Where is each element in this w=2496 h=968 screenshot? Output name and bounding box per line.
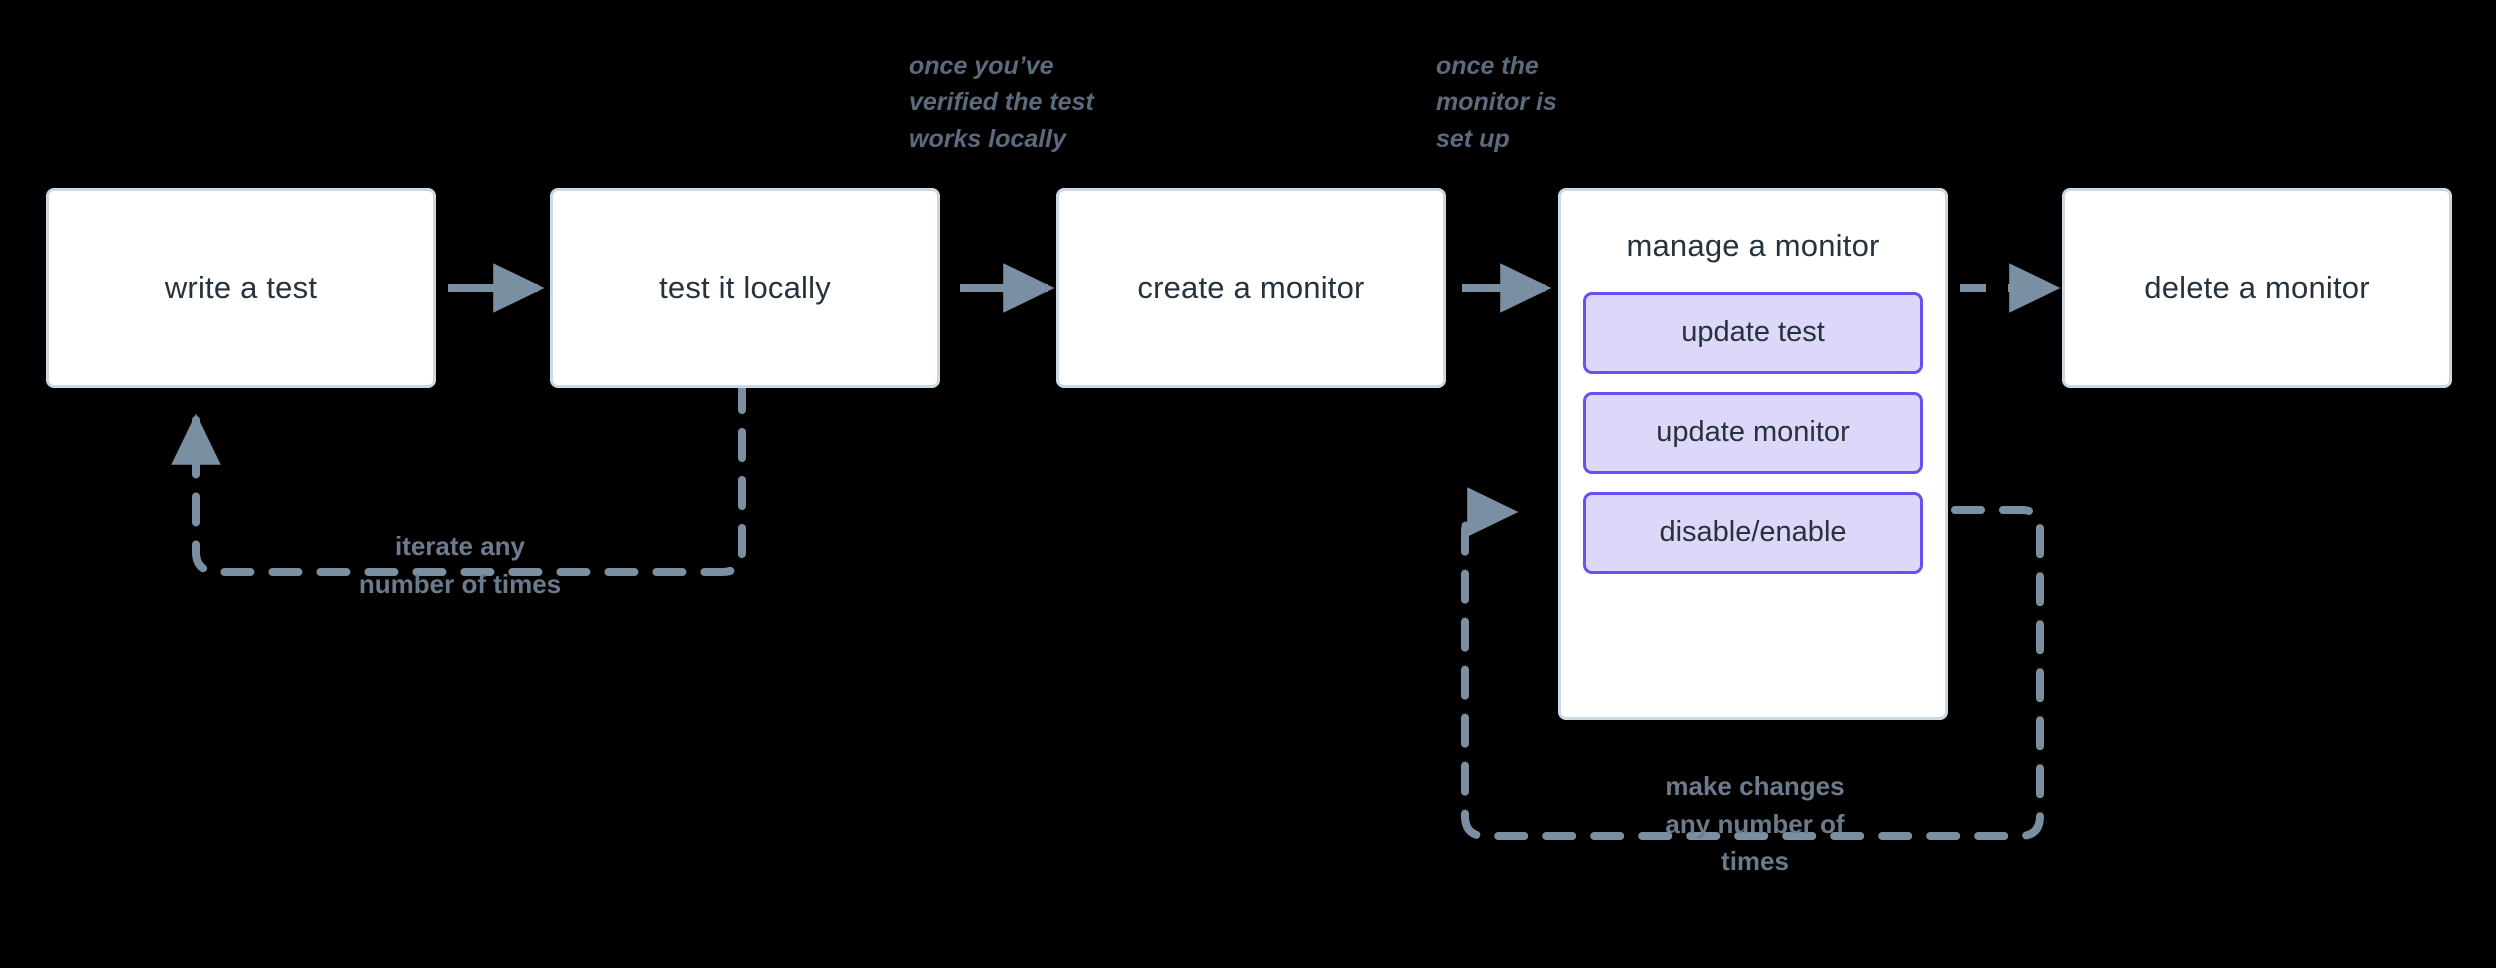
node-manage-a-monitor-label: manage a monitor: [1626, 228, 1880, 263]
subnode-update-test-label: update test: [1681, 316, 1825, 349]
subnode-update-test[interactable]: update test: [1583, 291, 1923, 374]
edge-iterate-loop: [171, 380, 746, 576]
edge-make-changes-loop: [1461, 487, 2044, 840]
subnode-disable-enable[interactable]: disable/enable: [1583, 491, 1923, 574]
node-create-a-monitor[interactable]: create a monitor: [1056, 188, 1446, 388]
loop-label-make-changes: make changes any number of times: [1665, 771, 1845, 877]
node-delete-a-monitor-label: delete a monitor: [2144, 269, 2370, 305]
annotation-monitor-set-up: once the monitor is set up: [1436, 52, 1557, 153]
node-create-a-monitor-label: create a monitor: [1137, 269, 1365, 305]
node-delete-a-monitor[interactable]: delete a monitor: [2062, 188, 2452, 388]
node-manage-a-monitor[interactable]: manage a monitor update test update moni…: [1558, 188, 1948, 720]
node-test-it-locally-label: test it locally: [659, 269, 831, 305]
loop-label-iterate: iterate any number of times: [358, 531, 562, 599]
node-write-a-test[interactable]: write a test: [46, 188, 436, 388]
subnode-update-monitor-label: update monitor: [1656, 416, 1850, 449]
node-write-a-test-label: write a test: [164, 269, 318, 305]
subnode-disable-enable-label: disable/enable: [1659, 516, 1847, 549]
node-test-it-locally[interactable]: test it locally: [550, 188, 940, 388]
annotation-verified-locally: once you’ve verified the test works loca…: [909, 52, 1094, 153]
subnode-update-monitor[interactable]: update monitor: [1583, 391, 1923, 474]
